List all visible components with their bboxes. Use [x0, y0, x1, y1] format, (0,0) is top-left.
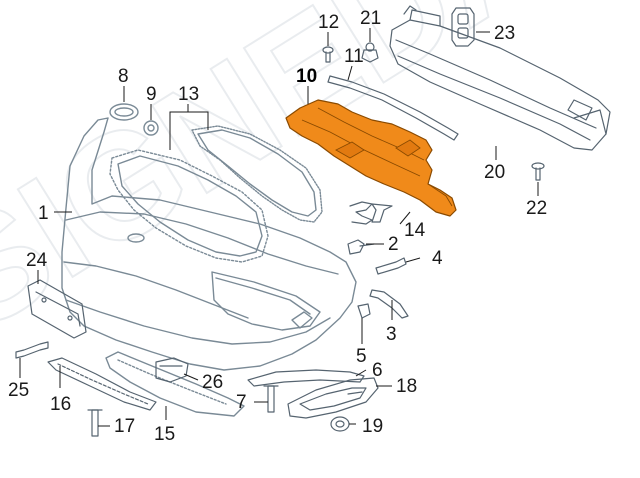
- label-17: 17: [114, 416, 135, 437]
- label-20: 20: [484, 162, 505, 183]
- part-14-st-emblem: [349, 201, 393, 225]
- label-14: 14: [404, 220, 426, 241]
- part-3-strip: [369, 289, 409, 319]
- label-21: 21: [360, 8, 381, 29]
- label-4: 4: [432, 248, 443, 269]
- part-22-screw: [531, 162, 545, 181]
- part-24-plate-bracket: [27, 279, 87, 339]
- part-7-bolt: [263, 385, 279, 413]
- label-24: 24: [26, 250, 48, 271]
- label-25: 25: [8, 380, 29, 401]
- label-15: 15: [154, 424, 175, 445]
- label-5: 5: [356, 346, 367, 367]
- label-13: 13: [178, 84, 199, 105]
- label-9: 9: [146, 84, 157, 105]
- part-11-strip: [327, 75, 459, 141]
- label-22: 22: [526, 198, 547, 219]
- callout-labels: 1 2 3 4 5 6 7 8 9 10 11 12 13 14 15 16 1…: [8, 8, 547, 445]
- part-19-fog-lamp: [330, 416, 350, 432]
- label-26: 26: [202, 372, 223, 393]
- label-12: 12: [318, 12, 339, 33]
- part-15-lower-grille: [105, 351, 245, 417]
- label-10: 10: [296, 66, 317, 87]
- label-6: 6: [372, 360, 383, 381]
- part-10-deflector-highlighted: [285, 99, 457, 217]
- label-18: 18: [396, 376, 417, 397]
- label-3: 3: [386, 324, 397, 345]
- label-23: 23: [494, 23, 515, 44]
- label-2: 2: [388, 234, 399, 255]
- part-18-fog-bezel: [287, 377, 379, 419]
- part-21-clip: [361, 42, 379, 63]
- part-1-bumper-cover: [61, 117, 357, 371]
- label-16: 16: [50, 394, 71, 415]
- part-5-clip: [357, 303, 371, 319]
- part-4-fastener: [375, 257, 407, 275]
- part-13-grille: [109, 125, 323, 263]
- label-11: 11: [344, 46, 364, 67]
- part-25-rod: [15, 341, 49, 359]
- part-20-reinforcement-beam: [389, 5, 611, 151]
- label-8: 8: [118, 66, 129, 87]
- part-8-badge: [109, 103, 139, 121]
- label-19: 19: [362, 416, 383, 437]
- part-17-pin: [87, 409, 103, 437]
- part-16-lower-grille: [47, 357, 157, 411]
- part-9-badge-clip: [143, 120, 159, 136]
- leader-lines: [19, 28, 539, 427]
- label-1: 1: [38, 203, 49, 224]
- part-6-lower-trim: [247, 369, 365, 387]
- part-26-sensor: [155, 357, 189, 383]
- part-2-clip: [347, 239, 375, 255]
- part-12-pin: [322, 46, 334, 63]
- label-7: 7: [236, 392, 247, 413]
